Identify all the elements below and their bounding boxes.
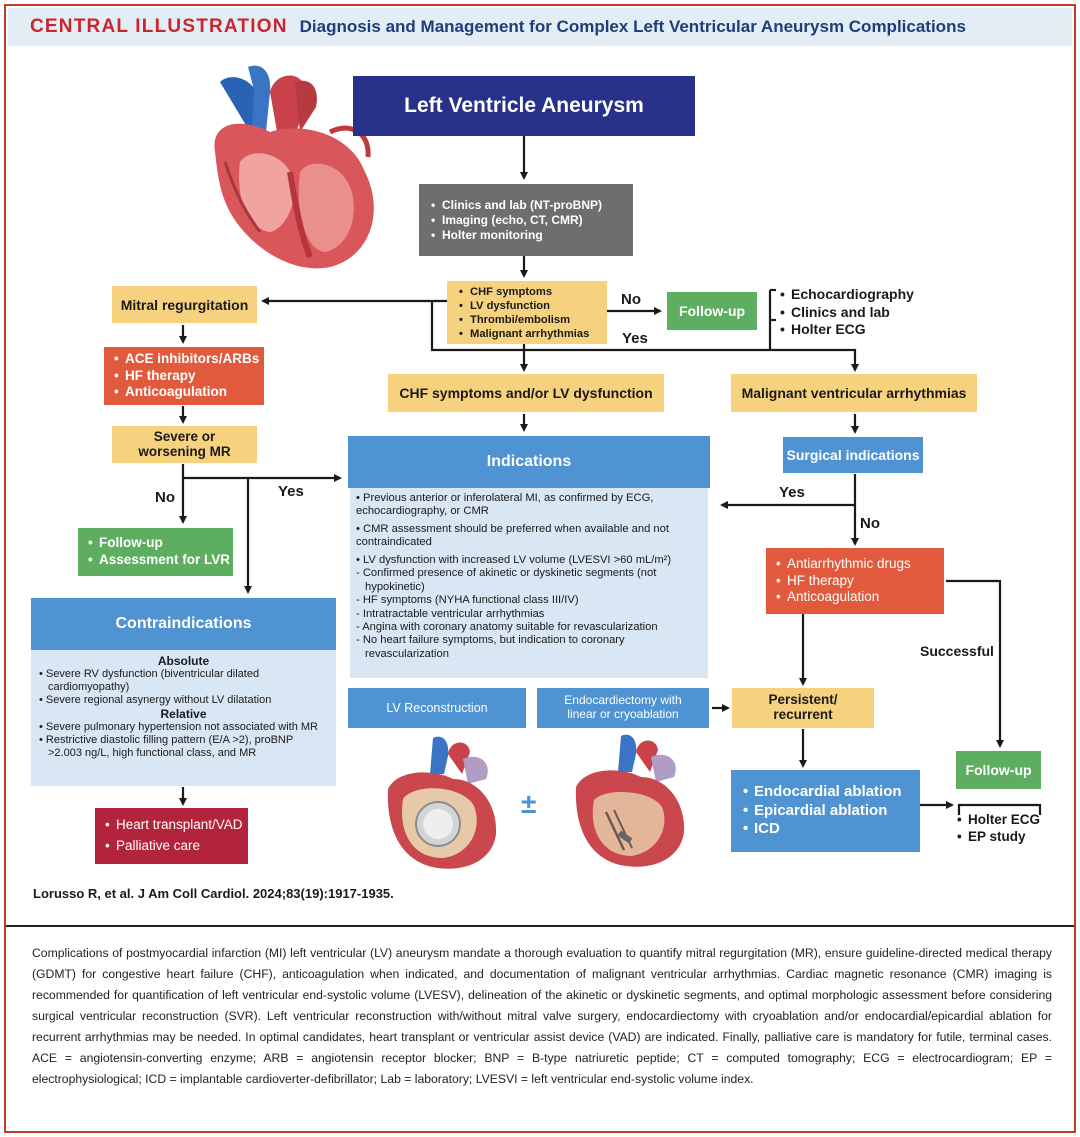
endocardiectomy-label: Endocardiectomy with linear or cryoablat… <box>564 693 682 721</box>
antiarrhythmic-item: Antiarrhythmic drugs <box>776 556 911 573</box>
followup-top-item: Clinics and lab <box>780 304 914 322</box>
indication-subitem: - No heart failure symptoms, but indicat… <box>356 634 625 660</box>
chf-label: CHF symptoms and/or LV dysfunction <box>399 385 653 401</box>
screening-item: CHF symptoms <box>459 285 589 299</box>
followup-top-box: Follow-up <box>667 292 757 330</box>
screen-no-label: No <box>621 291 641 308</box>
antiarrhythmic-item: HF therapy <box>776 573 911 590</box>
root-label: Left Ventricle Aneurysm <box>404 94 644 117</box>
mitral-box: Mitral regurgitation <box>112 286 257 323</box>
figure-caption: Complications of postmyocardial infarcti… <box>32 946 1052 1086</box>
indication-item: • LV dysfunction with increased LV volum… <box>356 553 672 566</box>
contraindications-title-box: Contraindications <box>31 598 336 650</box>
header-bar: CENTRAL ILLUSTRATION Diagnosis and Manag… <box>8 8 1072 46</box>
evaluation-box: Clinics and lab (NT-proBNP) Imaging (ech… <box>419 184 633 256</box>
surgical-yes-label: Yes <box>779 484 805 501</box>
screening-item: Malignant arrhythmias <box>459 327 589 341</box>
evaluation-item: Holter monitoring <box>431 228 602 243</box>
mitral-therapy-item: ACE inhibitors/ARBs <box>114 351 259 368</box>
divider <box>6 925 1074 927</box>
contraindications-title: Contraindications <box>115 615 252 632</box>
followup-lvr-item: Follow-up <box>88 535 230 552</box>
mitral-therapy-item: HF therapy <box>114 368 259 385</box>
root-box: Left Ventricle Aneurysm <box>353 76 695 136</box>
indications-list: • Previous anterior or inferolateral MI,… <box>350 488 708 678</box>
indication-subitem: - HF symptoms (NYHA functional class III… <box>356 594 579 607</box>
screening-item: Thrombi/embolism <box>459 313 589 327</box>
indications-title-box: Indications <box>348 436 710 488</box>
mitral-therapy-item: Anticoagulation <box>114 384 259 401</box>
plus-minus-symbol: ± <box>521 788 537 819</box>
heart-patch-icon <box>387 736 497 869</box>
persistent-box: Persistent/ recurrent <box>732 688 874 728</box>
malignant-box: Malignant ventricular arrhythmias <box>731 374 977 412</box>
header-label: CENTRAL ILLUSTRATION <box>30 16 288 37</box>
transplant-box: Heart transplant/VAD Palliative care <box>95 808 248 864</box>
surgical-box: Surgical indications <box>783 437 923 473</box>
citation: Lorusso R, et al. J Am Coll Cardiol. 202… <box>33 886 394 901</box>
contra-relative-item: • Severe pulmonary hypertension not asso… <box>39 721 318 734</box>
followup-bottom-box: Follow-up <box>956 751 1041 789</box>
contra-absolute-item: • Severe RV dysfunction (biventricular d… <box>39 668 260 694</box>
endocardiectomy-box: Endocardiectomy with linear or cryoablat… <box>537 688 709 728</box>
contra-absolute-item: • Severe regional asynergy without LV di… <box>39 694 272 707</box>
persistent-label: Persistent/ recurrent <box>768 692 838 722</box>
contra-relative-item: • Restrictive diastolic filling pattern … <box>39 734 294 760</box>
followup-bottom-label: Follow-up <box>965 762 1032 778</box>
lv-reconstruction-label: LV Reconstruction <box>386 701 488 715</box>
followup-top-list: Echocardiography Clinics and lab Holter … <box>780 286 914 339</box>
transplant-item: Palliative care <box>105 838 243 855</box>
indication-subitem: - Intratractable ventricular arrhythmias <box>356 607 545 620</box>
indication-item: • Previous anterior or inferolateral MI,… <box>356 492 654 518</box>
mr-no-label: No <box>155 489 175 506</box>
mitral-therapy-box: ACE inhibitors/ARBs HF therapy Anticoagu… <box>104 347 264 405</box>
followup-lvr-item: Assessment for LVR <box>88 552 230 569</box>
indication-item: • CMR assessment should be preferred whe… <box>356 522 669 549</box>
ablation-item: Epicardial ablation <box>743 802 902 821</box>
ablation-box: Endocardial ablation Epicardial ablation… <box>731 770 920 852</box>
surgical-label: Surgical indications <box>786 447 920 463</box>
screening-box: CHF symptoms LV dysfunction Thrombi/embo… <box>447 281 607 344</box>
antiarrhythmic-item: Anticoagulation <box>776 589 911 606</box>
followup-top-item: Holter ECG <box>780 321 914 339</box>
indication-subitem: - Confirmed presence of akinetic or dysk… <box>356 567 657 593</box>
followup-bottom-item: EP study <box>957 829 1040 846</box>
mr-yes-label: Yes <box>278 483 304 500</box>
followup-top-item: Echocardiography <box>780 286 914 304</box>
heart-anatomy-icon <box>214 65 374 269</box>
severe-mr-label: Severe or worsening MR <box>138 428 231 459</box>
followup-bottom-list: Holter ECG EP study <box>957 812 1040 846</box>
indication-subitem: - Angina with coronary anatomy suitable … <box>356 620 658 633</box>
screening-item: LV dysfunction <box>459 299 589 313</box>
evaluation-item: Clinics and lab (NT-proBNP) <box>431 198 602 213</box>
chf-box: CHF symptoms and/or LV dysfunction <box>388 374 664 412</box>
screen-yes-label: Yes <box>622 330 648 347</box>
antiarrhythmic-box: Antiarrhythmic drugs HF therapy Anticoag… <box>766 548 944 614</box>
followup-lvr-box: Follow-up Assessment for LVR <box>78 528 233 576</box>
header-title: Diagnosis and Management for Complex Lef… <box>299 17 966 36</box>
ablation-item: ICD <box>743 820 902 839</box>
contraindications-list: Absolute • Severe RV dysfunction (bivent… <box>31 650 336 786</box>
severe-mr-box: Severe or worsening MR <box>112 426 257 463</box>
contra-relative-heading: Relative <box>160 707 207 722</box>
transplant-item: Heart transplant/VAD <box>105 817 243 834</box>
mitral-label: Mitral regurgitation <box>120 296 249 313</box>
heart-endocardiectomy-icon <box>575 734 685 867</box>
evaluation-item: Imaging (echo, CT, CMR) <box>431 213 602 228</box>
indications-title: Indications <box>486 453 572 470</box>
ablation-item: Endocardial ablation <box>743 783 902 802</box>
lv-reconstruction-box: LV Reconstruction <box>348 688 526 728</box>
followup-top-label: Follow-up <box>678 303 746 319</box>
surgical-no-label: No <box>860 515 880 532</box>
successful-label: Successful <box>920 643 994 659</box>
followup-bottom-item: Holter ECG <box>957 812 1040 829</box>
malignant-label: Malignant ventricular arrhythmias <box>741 385 967 401</box>
contra-absolute-heading: Absolute <box>157 654 210 668</box>
